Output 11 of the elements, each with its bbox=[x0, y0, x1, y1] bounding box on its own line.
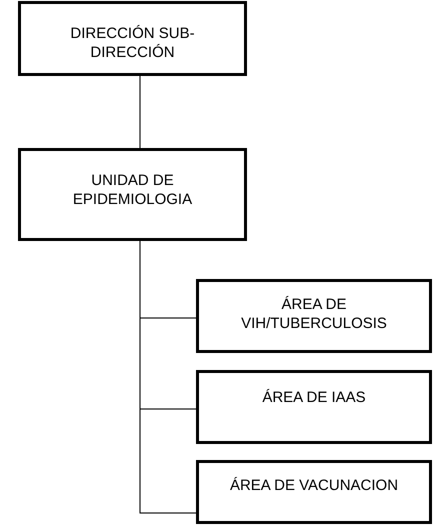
box-label: ÁREA DE VACUNACION bbox=[230, 476, 398, 495]
org-box bbox=[196, 279, 432, 353]
connector-line bbox=[140, 240, 196, 514]
org-box bbox=[18, 148, 247, 241]
org-box bbox=[196, 460, 432, 524]
org-box bbox=[196, 370, 432, 444]
box-label: ÁREA DE VIH/TUBERCULOSIS bbox=[240, 295, 388, 333]
box-label: UNIDAD DE EPIDEMIOLOGIA bbox=[72, 171, 194, 209]
box-label: ÁREA DE IAAS bbox=[262, 388, 366, 407]
org-box bbox=[18, 1, 247, 76]
box-label: DIRECCIÓN SUB-DIRECCIÓN bbox=[69, 24, 196, 62]
